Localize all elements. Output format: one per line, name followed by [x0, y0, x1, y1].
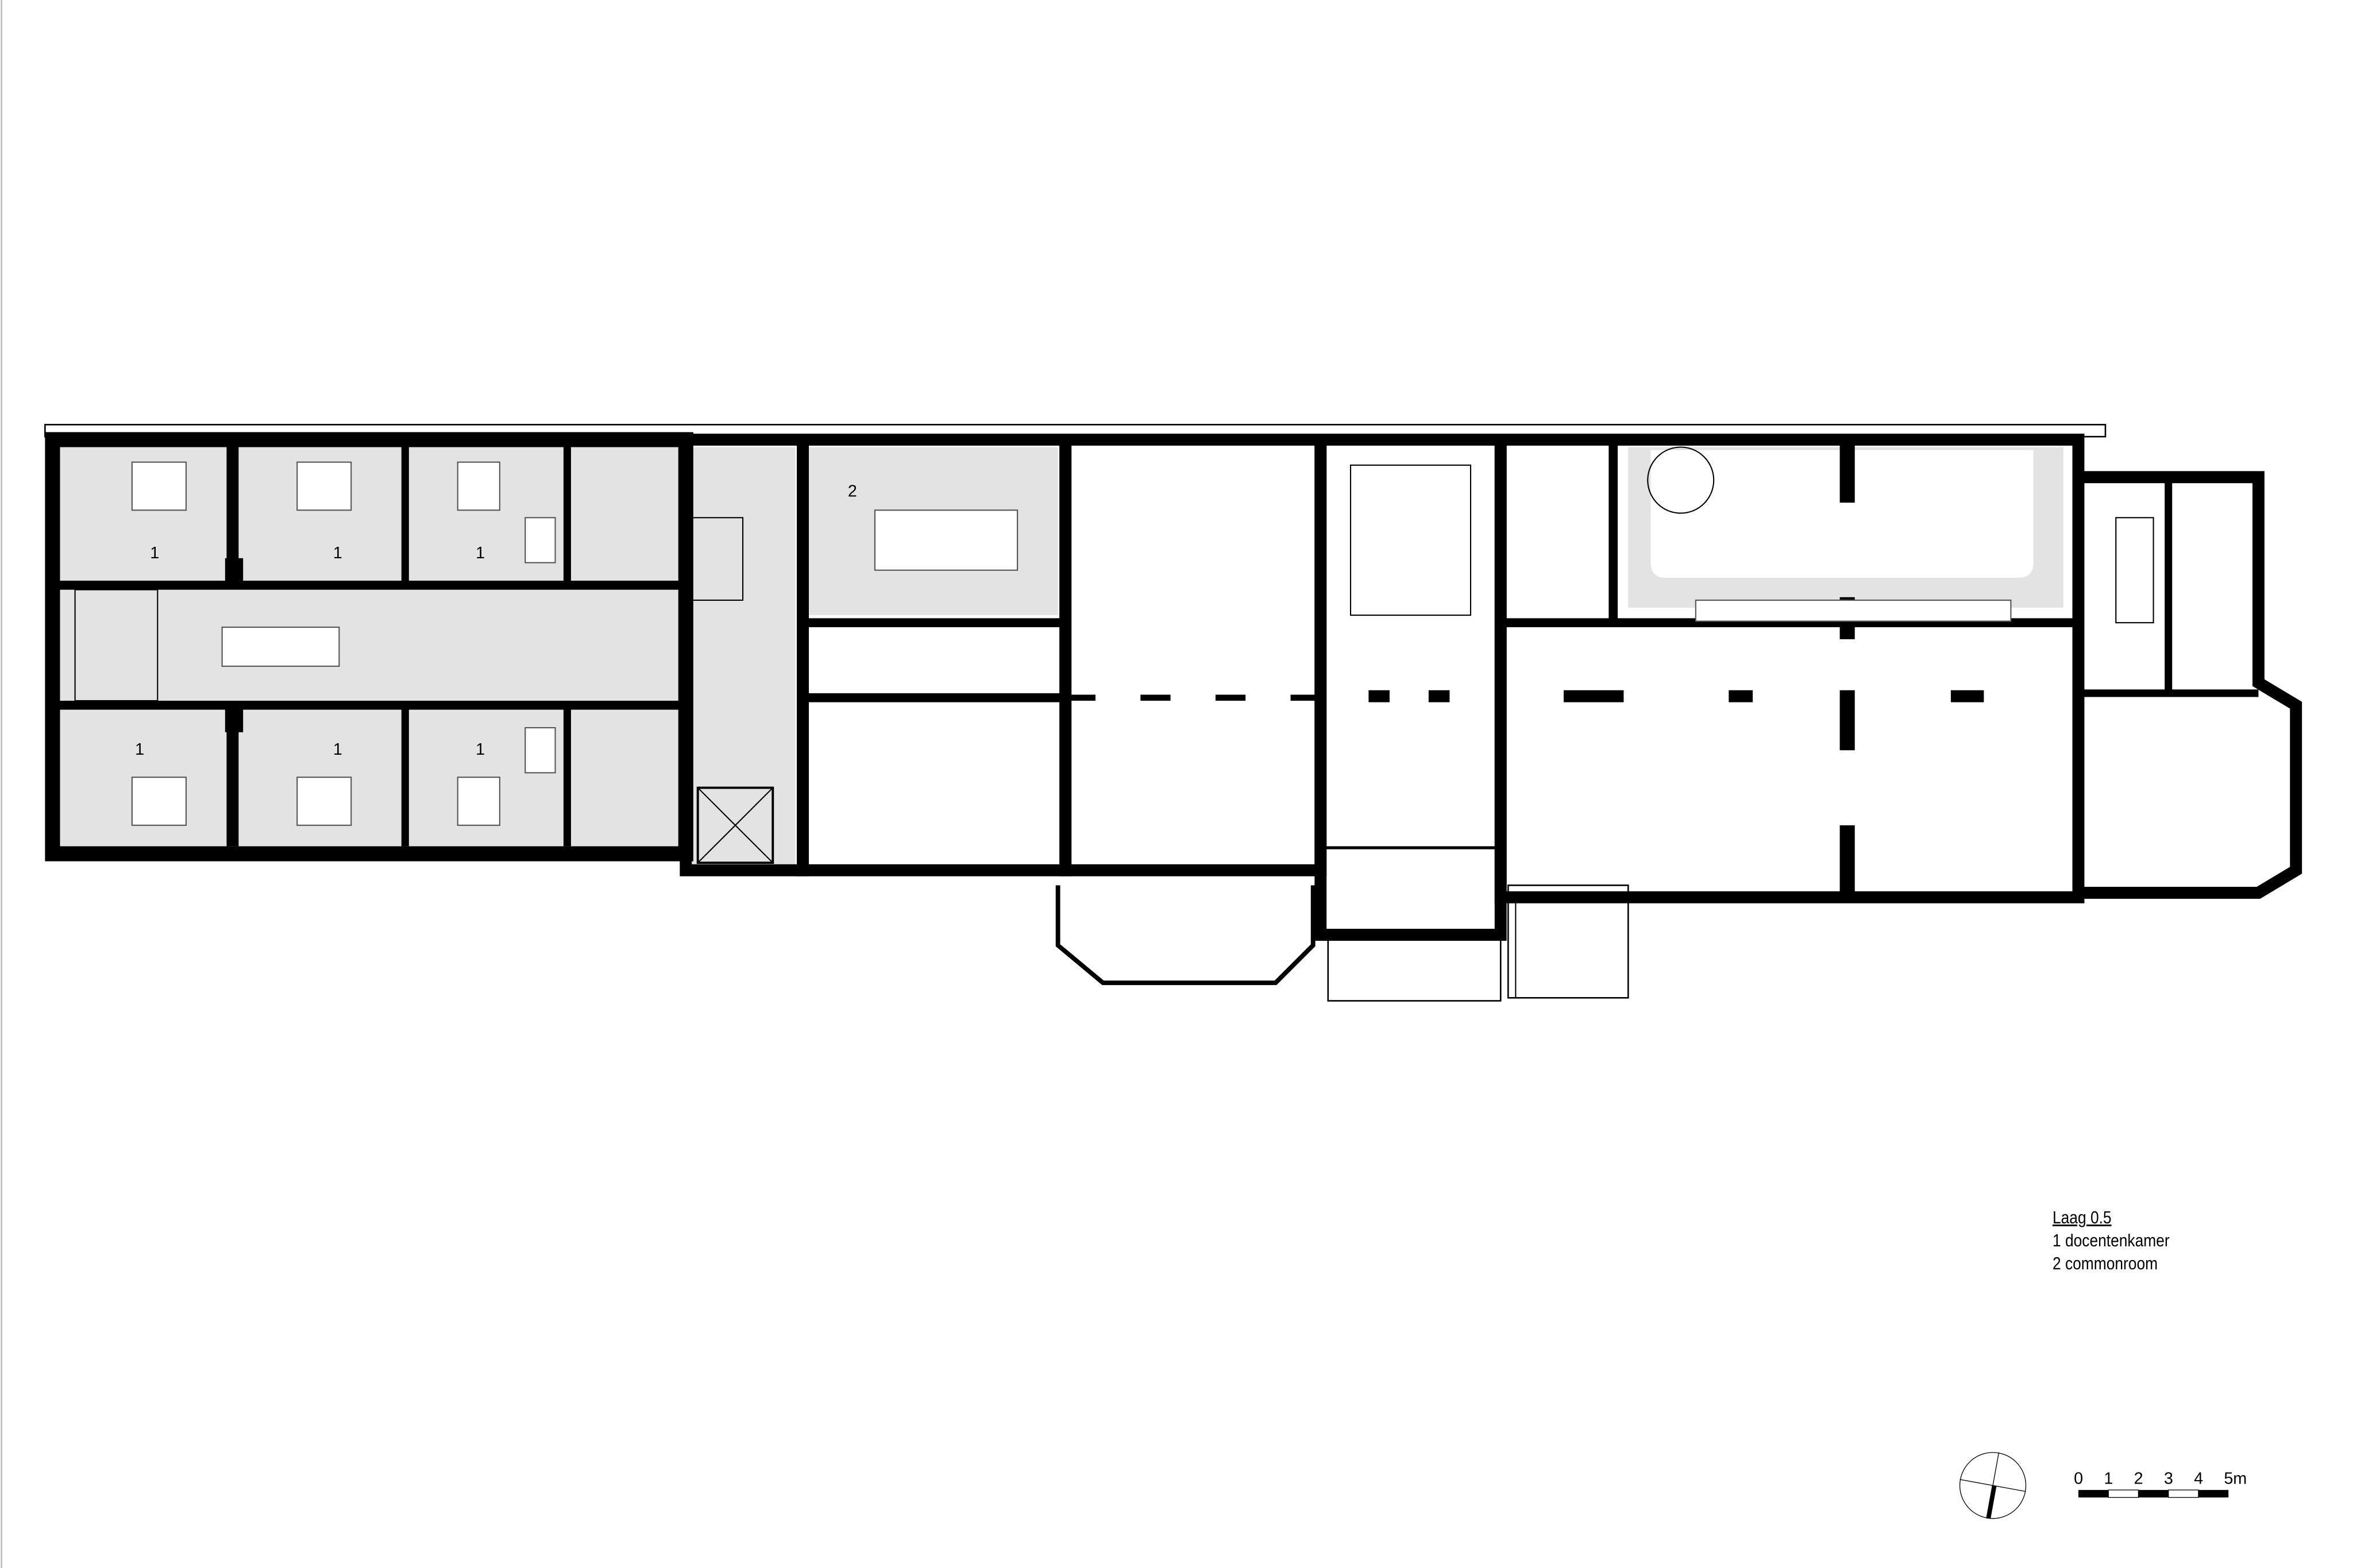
- room-labels: 1 1 1 1 1 1 2: [135, 482, 857, 759]
- stair-core: [685, 447, 796, 871]
- room-label: 2: [848, 482, 857, 501]
- room-label: 1: [135, 740, 144, 759]
- scale-tick: 1: [2104, 1470, 2113, 1488]
- north-arrow-icon: [1986, 1485, 1997, 1519]
- courtyard-void: [1650, 450, 2034, 578]
- room-label: 1: [150, 544, 159, 562]
- legend-item: 2 commonroom: [2053, 1253, 2158, 1273]
- legend-title: Laag 0.5: [2053, 1207, 2112, 1227]
- scale-tick: 4: [2194, 1470, 2203, 1488]
- scale-tick: 0: [2074, 1470, 2083, 1488]
- legend: Laag 0.5 1 docentenkamer 2 commonroom: [2053, 1206, 2170, 1275]
- furniture: [131, 461, 2012, 826]
- scale-tick: 2: [2134, 1470, 2143, 1488]
- room-label: 1: [333, 740, 342, 759]
- scale-bar: 0 1 2 3 4 5m: [2074, 1470, 2247, 1498]
- outer-walls: [44, 424, 2302, 1002]
- legend-item: 1 docentenkamer: [2053, 1230, 2170, 1250]
- room-label: 1: [476, 740, 485, 759]
- scale-tick: 3: [2164, 1470, 2173, 1488]
- columns: [225, 442, 1984, 901]
- scale-tick: 5m: [2224, 1470, 2247, 1488]
- stairs: [74, 446, 2154, 999]
- room-label: 1: [333, 544, 342, 562]
- interior-walls: [60, 439, 2259, 849]
- corridor: [60, 585, 686, 705]
- north-arrow: [1959, 1452, 2027, 1519]
- room-label: 1: [476, 544, 485, 562]
